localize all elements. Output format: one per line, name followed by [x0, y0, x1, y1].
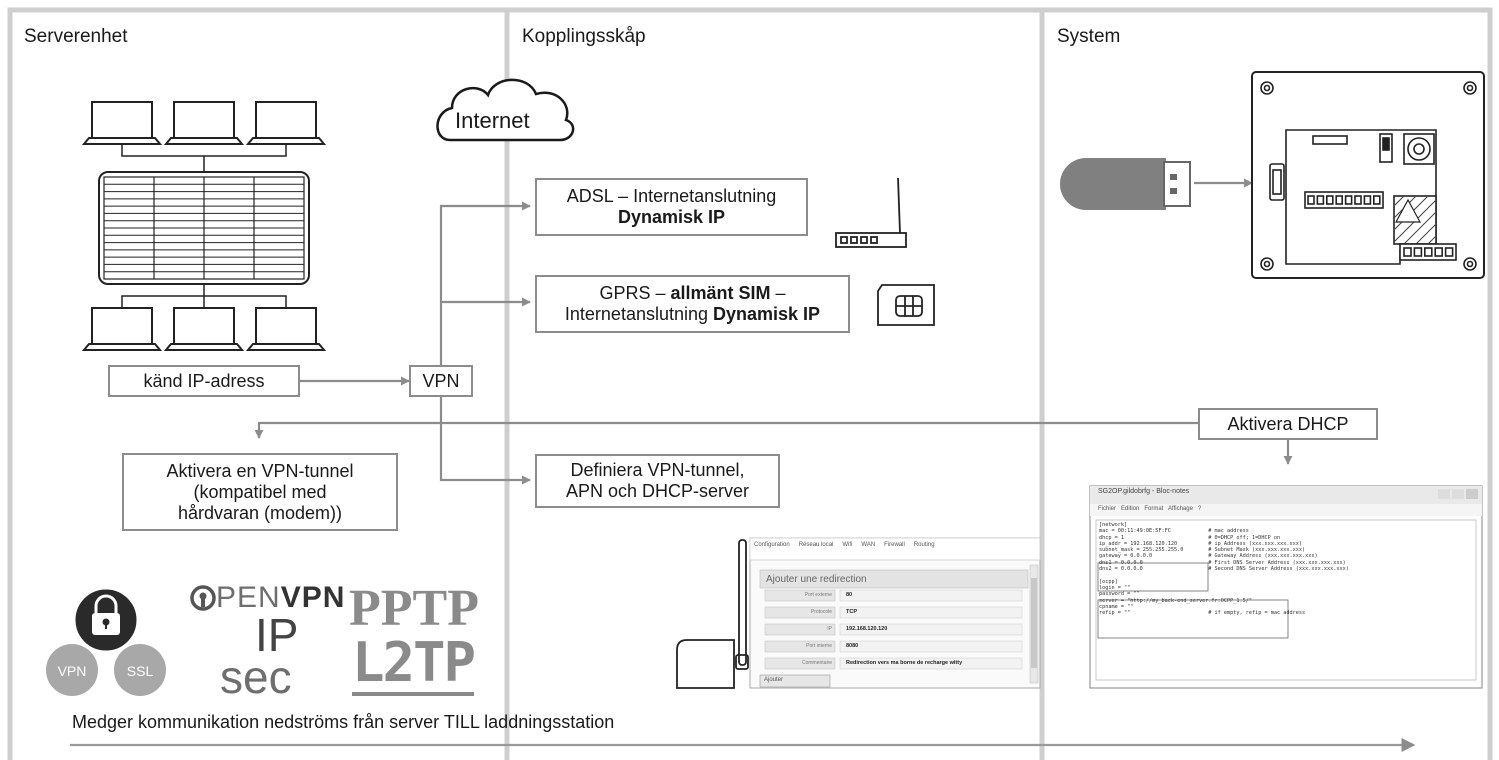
- router-form-label: Protocole: [810, 609, 832, 615]
- dhcp-box: Aktivera DHCP: [1198, 408, 1378, 440]
- vpn-tunnel-line2: (kompatibel med: [193, 481, 327, 502]
- l2tp-logo: L2TP: [352, 631, 476, 696]
- openvpn-logo-mark: [190, 585, 216, 611]
- router-form-value[interactable]: 80: [846, 592, 853, 598]
- server-rack-icon: [98, 171, 310, 285]
- define-vpn-line1: Definiera VPN-tunnel,: [570, 460, 745, 480]
- adsl-line2: Dynamisk IP: [617, 207, 726, 227]
- notepad-menu: Fichier Edition Format Affichage ?: [1098, 506, 1202, 512]
- dhcp-label: Aktivera DHCP: [1227, 413, 1349, 434]
- router-form-value[interactable]: 192.168.120.120: [846, 626, 888, 632]
- router-form-tabs: Configuration Réseau local Wifi WAN Fire…: [754, 542, 935, 548]
- wifi-router-icon: [676, 539, 749, 689]
- laptop-icon: [245, 101, 327, 145]
- router-form-value[interactable]: TCP: [846, 609, 857, 615]
- router-tab[interactable]: Routing: [913, 542, 935, 548]
- router-tab[interactable]: Configuration: [754, 542, 790, 548]
- vpn-tunnel-line1: Aktivera en VPN-tunnel: [166, 460, 354, 481]
- define-vpn-line2: APN och DHCP-server: [565, 481, 750, 501]
- ipsec-logo-ip: IP: [255, 609, 299, 661]
- cloud-icon: [436, 78, 575, 142]
- gprs-sim: allmänt SIM: [670, 283, 771, 303]
- router-tab[interactable]: WAN: [861, 542, 876, 548]
- column-title-system: System: [1057, 26, 1121, 47]
- laptop-icon: [81, 307, 163, 351]
- laptop-icon: [245, 307, 327, 351]
- vpn-tunnel-line3: hårdvaran (modem)): [177, 502, 343, 523]
- column-title-cabinet: Kopplingsskåp: [522, 26, 646, 47]
- outer-frame: [7, 7, 1493, 760]
- define-vpn-box: Definiera VPN-tunnel, APN och DHCP-serve…: [535, 454, 780, 508]
- vpn-badge-label: VPN: [58, 663, 87, 679]
- openvpn-logo: PENVPN: [216, 583, 345, 613]
- router-tab[interactable]: Firewall: [884, 542, 905, 548]
- vpn-label: VPN: [422, 370, 460, 391]
- vpn-ssl-lock-logo: VPN SSL: [46, 586, 166, 696]
- vpn-box: VPN: [409, 365, 473, 397]
- router-tab[interactable]: Réseau local: [798, 542, 834, 548]
- footer-caption: Medger kommunikation nedströms från serv…: [72, 712, 615, 732]
- usb-stick-icon: [1060, 158, 1191, 210]
- router-form-label: Port externe: [804, 592, 832, 598]
- notepad-text: [network] mac = 00:11:49:0E:5F:FC # mac …: [1099, 522, 1349, 617]
- openvpn-logo-pen: PEN: [216, 581, 281, 614]
- adsl-box: ADSL – Internetanslutning Dynamisk IP: [535, 178, 808, 236]
- notepad-screenshot: [1089, 485, 1483, 689]
- internet-label: Internet: [455, 108, 530, 133]
- gprs-suffix: –: [770, 283, 786, 303]
- gprs-dynamic-ip: Dynamisk IP: [713, 304, 821, 324]
- adsl-line1: ADSL – Internetanslutning: [566, 186, 777, 206]
- laptop-icon: [163, 307, 245, 351]
- control-board-icon: [1251, 71, 1485, 279]
- column-title-server: Serverenhet: [24, 26, 128, 47]
- gprs-line2: Internetanslutning Dynamisk IP: [565, 304, 820, 325]
- router-form-add-button[interactable]: Ajouter: [764, 677, 784, 683]
- gprs-internet: Internetanslutning: [564, 304, 714, 324]
- router-form-value[interactable]: Redirection vers ma borne de recharge wi…: [846, 660, 963, 666]
- vpn-tunnel-box: Aktivera en VPN-tunnel (kompatibel med h…: [122, 453, 398, 531]
- router-icon: [835, 177, 907, 248]
- openvpn-logo-vpn: VPN: [280, 581, 346, 614]
- laptop-icon: [81, 101, 163, 145]
- known-ip-box: känd IP-adress: [108, 365, 300, 397]
- ipsec-logo-sec: sec: [220, 651, 292, 703]
- router-tab[interactable]: Wifi: [842, 542, 853, 548]
- router-form-label: Commentaire: [801, 660, 832, 666]
- router-form-label: Port interne: [806, 643, 832, 649]
- router-admin-screenshot: [749, 537, 1041, 689]
- pptp-logo: PPTP: [349, 580, 479, 637]
- known-ip-label: känd IP-adress: [143, 370, 265, 391]
- gprs-prefix: GPRS –: [599, 283, 671, 303]
- ssl-badge-label: SSL: [127, 663, 154, 679]
- router-form-label: IP: [827, 626, 832, 632]
- notepad-title: SG2OP.gildobrfg - Bloc-notes: [1098, 488, 1190, 495]
- router-form-title: Ajouter une redirection: [766, 574, 867, 585]
- router-form-text: Configuration Réseau local Wifi WAN Fire…: [750, 538, 1040, 688]
- gprs-line1: GPRS – allmänt SIM –: [599, 283, 785, 304]
- gprs-box: GPRS – allmänt SIM – Internetanslutning …: [535, 275, 850, 333]
- laptop-icon: [163, 101, 245, 145]
- router-form-value[interactable]: 8080: [846, 643, 859, 649]
- sim-card-icon: [877, 284, 935, 326]
